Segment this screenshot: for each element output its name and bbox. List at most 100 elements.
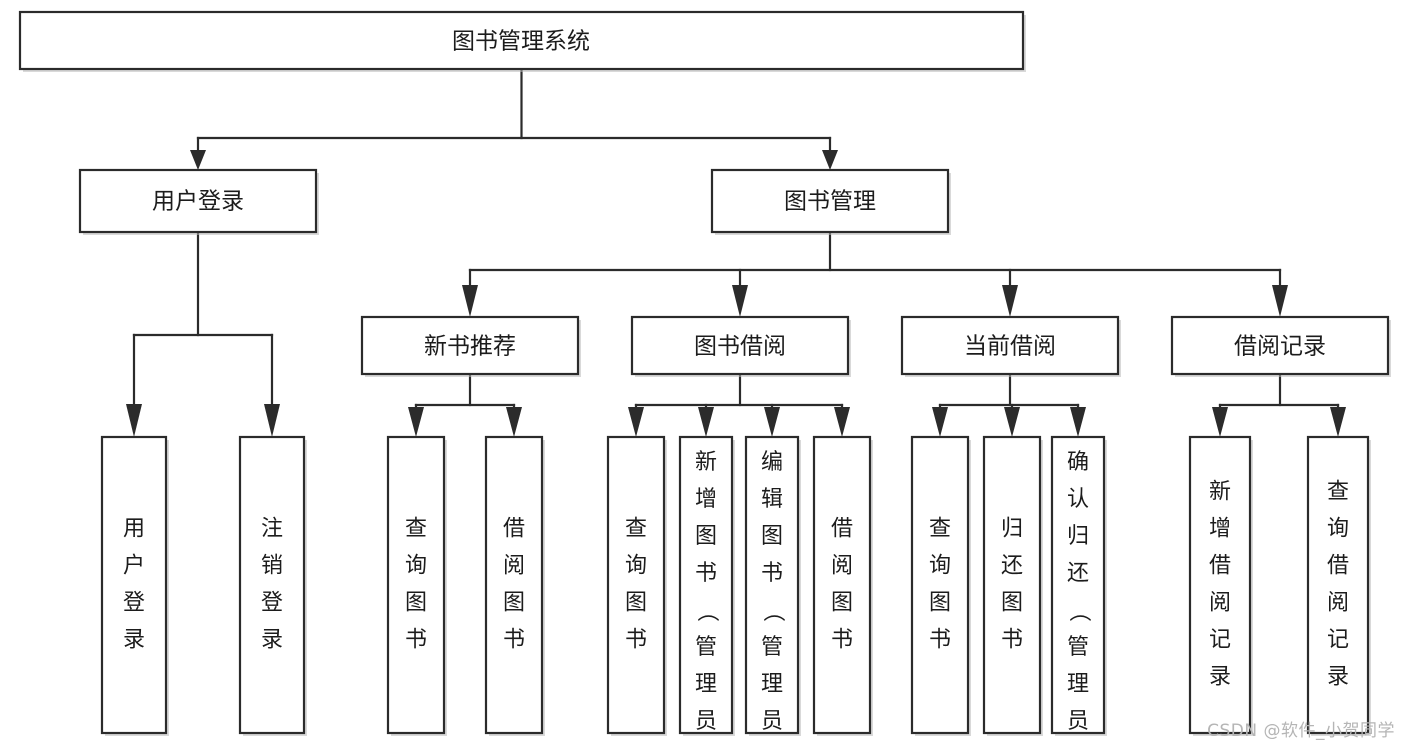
leaf-char: 图 bbox=[625, 591, 647, 616]
leaf-char: 还 bbox=[1067, 561, 1089, 586]
arrow-head-new-book-recommend bbox=[462, 285, 478, 317]
arrow-head-leaf-add-record bbox=[1212, 407, 1228, 437]
leaf-char: 书 bbox=[503, 628, 525, 653]
root-label: 图书管理系统 bbox=[452, 29, 590, 55]
node-book-borrow[interactable]: 图书借阅 bbox=[630, 315, 851, 377]
leaf-char: 归 bbox=[1001, 517, 1023, 542]
leaf-query-book-1-box bbox=[386, 435, 446, 735]
leaf-char: 增 bbox=[1209, 517, 1231, 542]
node-borrow-record[interactable]: 借阅记录 bbox=[1170, 315, 1391, 377]
current-borrow-box bbox=[900, 315, 1120, 376]
leaf-borrow-book-1-box bbox=[484, 435, 544, 735]
leaf-char: 图 bbox=[503, 591, 525, 616]
leaf-char: 询 bbox=[405, 554, 427, 579]
leaf-user-login-box bbox=[100, 435, 168, 735]
leaf-char: 新 bbox=[1209, 480, 1231, 505]
leaf-char: 阅 bbox=[831, 554, 853, 579]
leaf-char: 新 bbox=[695, 450, 717, 475]
leaf-add-book-box bbox=[678, 435, 734, 735]
leaf-char: 查 bbox=[625, 517, 647, 542]
user-login-box bbox=[78, 168, 318, 234]
borrow-record-label: 借阅记录 bbox=[1234, 334, 1326, 360]
leaf-user-logout-box bbox=[238, 435, 306, 735]
leaf-char: 书 bbox=[1001, 628, 1023, 653]
leaf-char: 图 bbox=[831, 591, 853, 616]
leaf-char: 登 bbox=[261, 591, 283, 616]
connector-lines bbox=[126, 67, 1346, 437]
leaf-query-record-box bbox=[1306, 435, 1370, 735]
leaf-char: 用 bbox=[123, 517, 145, 542]
leaf-char: 理 bbox=[1067, 672, 1089, 697]
root-box bbox=[18, 10, 1025, 71]
arrow-head-book-borrow bbox=[732, 285, 748, 317]
node-new-book-recommend[interactable]: 新书推荐 bbox=[360, 315, 581, 377]
leaf-edit-book-box bbox=[744, 435, 800, 735]
leaf-char: 书 bbox=[625, 628, 647, 653]
leaf-add-record-box bbox=[1188, 435, 1252, 735]
leaf-char: 员 bbox=[761, 709, 783, 734]
leaf-char: 确 bbox=[1067, 450, 1089, 475]
arrow-head-leaf-user-login bbox=[126, 404, 142, 437]
leaf-char: 阅 bbox=[503, 554, 525, 579]
leaf-char: 员 bbox=[695, 709, 717, 734]
arrow-head-current-borrow bbox=[1002, 285, 1018, 317]
arrow-head-leaf-query-record bbox=[1330, 407, 1346, 437]
leaf-char: 员 bbox=[1067, 709, 1089, 734]
leaf-char: 查 bbox=[1327, 480, 1349, 505]
leaf-char: 书 bbox=[761, 561, 783, 586]
leaf-char: 管 bbox=[761, 635, 783, 660]
arrow-head-leaf-borrow-book-1 bbox=[506, 407, 522, 437]
leaf-char: 书 bbox=[695, 561, 717, 586]
leaf-char: 查 bbox=[929, 517, 951, 542]
leaf-char: 认 bbox=[1067, 487, 1089, 512]
leaf-confirm-return-box bbox=[1050, 435, 1106, 735]
arrow-head-book-manage bbox=[822, 150, 838, 170]
leaf-char: 录 bbox=[1209, 665, 1231, 690]
leaf-char: 书 bbox=[831, 628, 853, 653]
csdn-watermark: CSDN @软件_小贺同学 bbox=[1207, 721, 1395, 741]
leaf-char: 询 bbox=[625, 554, 647, 579]
user-login-label: 用户登录 bbox=[152, 189, 244, 215]
node-leaf-user-login[interactable]: 用户登录 bbox=[100, 435, 169, 736]
leaf-char: 销 bbox=[261, 554, 283, 579]
book-manage-box bbox=[710, 168, 950, 234]
node-user-login[interactable]: 用户登录 bbox=[78, 168, 319, 235]
leaf-char: 管 bbox=[695, 635, 717, 660]
arrow-head-borrow-record bbox=[1272, 285, 1288, 317]
leaf-char: 户 bbox=[123, 554, 145, 579]
node-root[interactable]: 图书管理系统 bbox=[18, 10, 1026, 72]
new-book-recommend-box bbox=[360, 315, 580, 376]
leaf-char: 借 bbox=[503, 517, 525, 542]
leaf-query-book-2-box bbox=[606, 435, 666, 735]
leaf-char: 录 bbox=[123, 628, 145, 653]
current-borrow-label: 当前借阅 bbox=[964, 334, 1056, 360]
leaf-char: 增 bbox=[695, 487, 717, 512]
arrow-head-leaf-confirm-return bbox=[1070, 407, 1086, 437]
leaf-char: 图 bbox=[761, 524, 783, 549]
node-book-manage[interactable]: 图书管理 bbox=[710, 168, 951, 235]
arrow-head-user-login bbox=[190, 150, 206, 170]
arrow-head-leaf-add-book bbox=[698, 407, 714, 437]
node-current-borrow[interactable]: 当前借阅 bbox=[900, 315, 1121, 377]
leaf-char: 询 bbox=[929, 554, 951, 579]
